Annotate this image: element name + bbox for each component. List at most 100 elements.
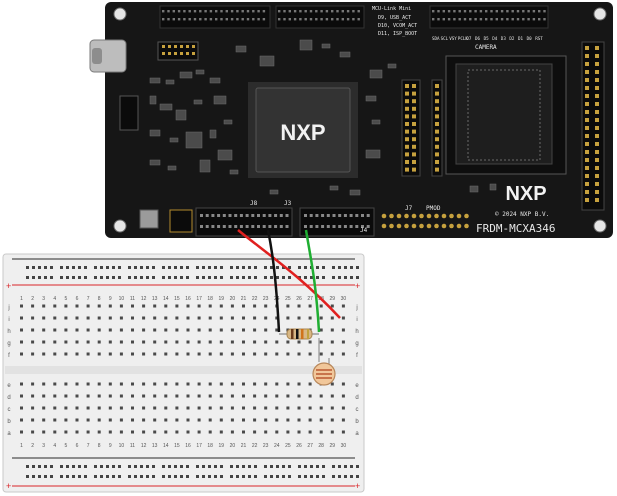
terminal-hole xyxy=(75,394,79,398)
header-pin xyxy=(352,18,355,21)
header-pin xyxy=(346,10,350,13)
header-pin xyxy=(205,225,209,228)
mounting-hole-bl xyxy=(113,219,127,233)
rail-hole xyxy=(208,465,211,468)
terminal-hole xyxy=(20,418,23,422)
rail-hole xyxy=(208,266,211,269)
terminal-hole xyxy=(319,430,323,434)
camera-label: CAMERA xyxy=(475,44,497,51)
header-pin xyxy=(332,225,336,228)
terminal-hole xyxy=(142,340,146,344)
header-pin xyxy=(527,10,530,13)
header-pin xyxy=(199,10,202,13)
rail-hole xyxy=(214,475,217,478)
rail-hole xyxy=(84,266,87,269)
pmod-pin xyxy=(389,223,394,229)
column-number: 10 xyxy=(119,296,125,302)
header-pin xyxy=(435,137,439,142)
rail-hole xyxy=(78,266,81,269)
header-pin xyxy=(366,225,370,228)
rail-hole xyxy=(304,276,307,279)
header-pin xyxy=(595,62,599,66)
camera-pin-label: D2 xyxy=(509,36,515,41)
header-pin xyxy=(274,225,278,228)
rail-hole xyxy=(152,266,155,269)
header-pin xyxy=(595,54,599,58)
rail-hole xyxy=(350,266,353,269)
rail-hole xyxy=(152,465,155,468)
rail-hole xyxy=(214,276,217,279)
terminal-hole xyxy=(175,418,179,422)
terminal-hole xyxy=(97,340,101,344)
header-pin xyxy=(177,18,181,21)
terminal-hole xyxy=(297,340,301,344)
terminal-hole xyxy=(219,340,223,344)
terminal-hole xyxy=(20,304,23,308)
header-pin xyxy=(447,10,451,13)
terminal-hole xyxy=(330,328,334,332)
terminal-hole xyxy=(119,418,123,422)
terminal-hole xyxy=(341,316,345,320)
header-pin xyxy=(585,126,589,130)
terminal-hole xyxy=(142,430,146,434)
header-pin xyxy=(405,129,409,134)
rail-hole xyxy=(118,266,121,269)
center-channel xyxy=(5,366,362,374)
terminal-hole xyxy=(208,340,212,344)
header-pin xyxy=(315,18,318,21)
header-pin xyxy=(217,214,221,217)
rail-hole xyxy=(282,276,285,279)
row-letter: c xyxy=(8,407,11,413)
rail-plus-bottom-left: + xyxy=(6,481,11,491)
terminal-hole xyxy=(197,394,201,398)
terminal-hole xyxy=(42,418,46,422)
header-pin xyxy=(285,225,289,228)
terminal-holes xyxy=(20,304,345,434)
header-pin xyxy=(463,10,467,13)
column-number: 11 xyxy=(130,443,135,449)
rail-hole xyxy=(78,276,81,279)
header-pin xyxy=(283,18,286,21)
rail-hole xyxy=(304,266,307,269)
header-pin xyxy=(437,10,440,13)
terminal-hole xyxy=(119,304,123,308)
header-pin xyxy=(162,45,165,48)
header-pin xyxy=(338,214,342,217)
header-pin xyxy=(357,18,360,21)
header-pin xyxy=(211,225,215,228)
terminal-hole xyxy=(197,340,201,344)
header-pin xyxy=(437,18,440,21)
terminal-hole xyxy=(20,406,23,410)
terminal-hole xyxy=(142,394,146,398)
rail-hole xyxy=(152,276,155,279)
gold-header-column-2 xyxy=(431,79,443,177)
header-pin xyxy=(595,174,599,178)
resistor-band-1 xyxy=(291,329,294,339)
terminal-hole xyxy=(330,394,334,398)
header-pin xyxy=(595,94,599,98)
terminal-hole xyxy=(308,394,312,398)
rail-hole xyxy=(186,475,189,478)
terminal-hole xyxy=(108,418,112,422)
terminal-hole xyxy=(175,340,179,344)
terminal-hole xyxy=(142,352,146,356)
column-number: 4 xyxy=(53,443,56,449)
terminal-hole xyxy=(230,328,234,332)
column-number: 13 xyxy=(152,296,158,302)
terminal-hole xyxy=(253,394,257,398)
header-pin xyxy=(435,114,439,119)
header-pin xyxy=(585,150,589,154)
terminal-hole xyxy=(86,352,90,356)
terminal-hole xyxy=(219,406,223,410)
rail-hole xyxy=(118,276,121,279)
terminal-hole xyxy=(175,430,179,434)
header-pin xyxy=(325,10,329,13)
header-pin xyxy=(405,106,409,111)
terminal-hole xyxy=(186,382,190,386)
terminal-hole xyxy=(219,382,223,386)
rail-hole xyxy=(162,276,165,279)
header-pin xyxy=(279,214,283,217)
wire-green xyxy=(304,229,321,333)
